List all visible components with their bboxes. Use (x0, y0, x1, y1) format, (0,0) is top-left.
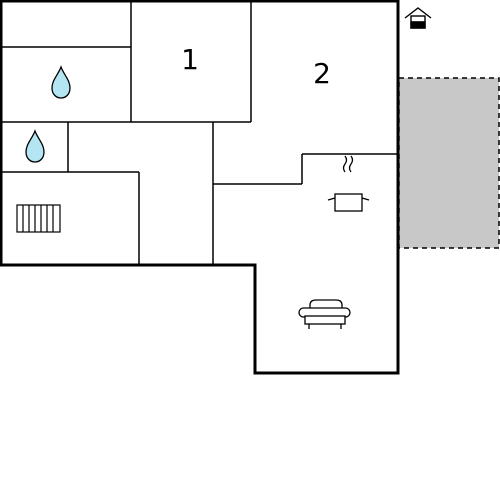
room-label-2: 2 (313, 57, 331, 90)
interior-walls (1, 1, 398, 265)
room-label-1: 1 (181, 43, 199, 76)
radiator-heater-icon (16, 204, 61, 233)
cooking-pot-icon (327, 155, 370, 212)
house-entrance-icon (404, 7, 432, 29)
water-drop-icon (51, 65, 71, 99)
water-drop-icon (25, 129, 45, 163)
terrace-area (398, 77, 500, 249)
armchair-sofa-icon (298, 299, 351, 329)
outer-walls (0, 0, 400, 375)
